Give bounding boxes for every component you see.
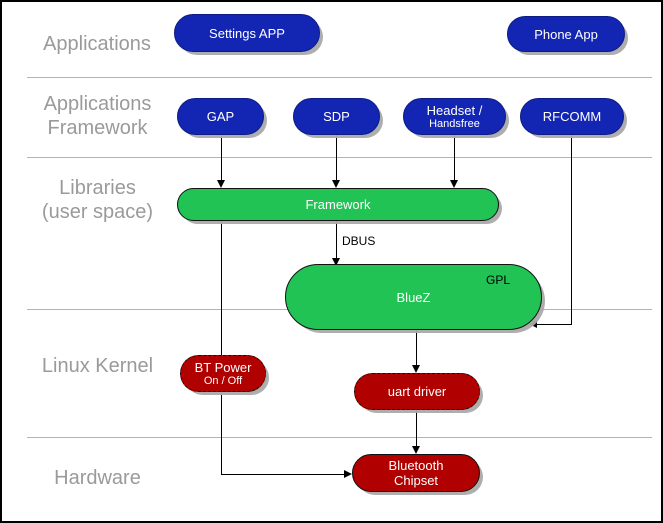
node-rfcomm-label: RFCOMM [542,109,602,124]
node-framework-label: Framework [305,197,371,212]
node-headset-handsfree-label: Headset / [426,102,483,118]
layer-label-hardware: Hardware [54,467,141,489]
node-rfcomm[interactable]: RFCOMM [520,98,624,135]
arrowhead-gap-to-chipset [344,470,352,478]
connector-rfcomm-vertical [571,135,572,325]
layer-label-applications-framework: Applications Framework [43,93,152,139]
node-phone-app-label: Phone App [534,26,598,42]
connector-sdp-to-framework [336,135,337,183]
node-phone-app[interactable]: Phone App [507,16,625,52]
connector-gap-long-horizontal [221,474,346,475]
node-uart-driver[interactable]: uart driver [354,373,480,410]
connector-headset-to-framework [454,135,455,183]
layer-label-libraries: Libraries (user space) [41,177,154,223]
node-headset-handsfree[interactable]: Headset / Handsfree [403,98,506,135]
node-bluetooth-chipset-sublabel: Chipset [393,473,439,488]
connector-bluez-to-uart [416,328,417,370]
node-framework[interactable]: Framework [177,188,499,221]
node-gap-label: GAP [206,109,235,124]
node-bluez-label: BlueZ [396,289,431,305]
node-bluetooth-chipset[interactable]: Bluetooth Chipset [352,454,480,492]
connector-uart-to-chipset [416,410,417,452]
arrowhead-headset-to-framework [450,180,458,188]
gpl-badge: GPL [486,273,511,287]
arrowhead-rfcomm-to-bluez [529,320,537,328]
node-uart-driver-label: uart driver [387,384,447,399]
connector-gap-to-framework [221,135,222,183]
connector-framework-to-bluez [336,220,337,262]
node-sdp[interactable]: SDP [293,98,380,135]
node-bluetooth-chipset-label: Bluetooth [388,458,444,473]
node-headset-handsfree-sublabel: Handsfree [429,117,480,130]
arrowhead-uart-to-chipset [412,446,420,454]
layer-label-applications: Applications [43,33,151,55]
arrowhead-framework-to-bluez [332,258,340,266]
node-bt-power-label: BT Power [194,359,252,375]
node-sdp-label: SDP [323,109,350,124]
connector-rfcomm-horizontal [537,324,571,325]
node-bt-power-sublabel: On / Off [203,374,243,387]
node-bluez[interactable]: BlueZ [285,264,542,330]
divider-applications [27,77,652,78]
arrowhead-gap-to-framework [217,180,225,188]
arrowhead-sdp-to-framework [332,180,340,188]
arrowhead-bluez-to-uart [412,365,420,373]
node-bt-power[interactable]: BT Power On / Off [180,355,266,392]
node-settings-app[interactable]: Settings APP [174,14,320,52]
layer-label-linux-kernel: Linux Kernel [41,355,154,377]
edge-label-dbus: DBUS [342,234,376,248]
node-settings-app-label: Settings APP [209,25,285,41]
divider-applications-framework [27,157,652,158]
divider-linux-kernel [27,437,652,438]
node-gap[interactable]: GAP [177,98,264,135]
connector-gap-long-vertical [221,220,222,474]
